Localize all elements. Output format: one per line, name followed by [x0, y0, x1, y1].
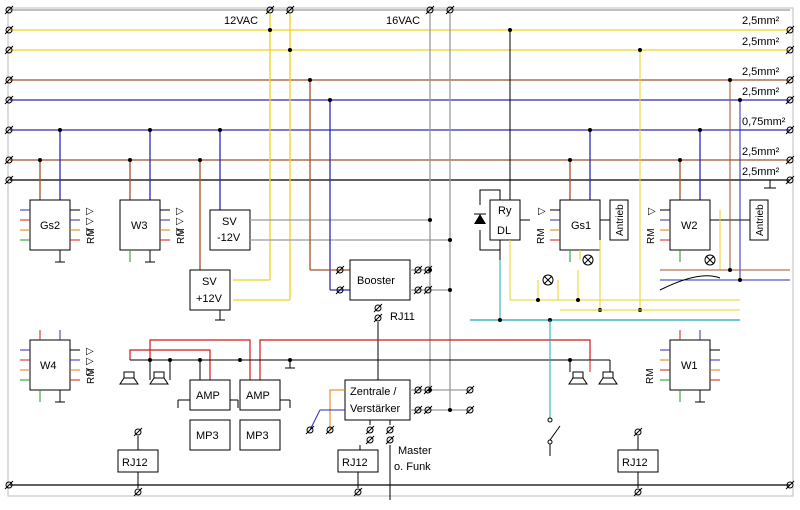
speaker-icon [568, 371, 588, 385]
svg-text:▷: ▷ [176, 226, 184, 237]
mp3-label: MP3 [246, 430, 269, 442]
audio-section: AMP MP3 AMP MP3 [119, 339, 618, 451]
bus-size-label: 2,5mm² [742, 146, 780, 158]
speaker-icon [149, 371, 169, 385]
module-label: SV [222, 216, 237, 228]
module-sv-minus12: SV -12V [209, 128, 452, 251]
svg-text:▷: ▷ [86, 356, 94, 367]
module-gs1: Gs1 Antrieb RM ▷ [536, 48, 740, 312]
module-label: +12V [196, 293, 223, 305]
module-label: W4 [40, 360, 57, 372]
bus-size-label: 2,5mm² [742, 36, 780, 48]
rm-label: RM [176, 228, 187, 244]
module-gs2: Gs2 RM ▷▷▷ [20, 128, 97, 263]
rj12-label: RJ12 [622, 457, 648, 469]
module-label: W2 [681, 220, 698, 232]
mp3-label: MP3 [196, 430, 219, 442]
master-label: Master [398, 445, 432, 457]
relay-label: DL [497, 225, 511, 237]
master-label: o. Funk [394, 461, 431, 473]
module-label: SV [202, 276, 217, 288]
supply-16vac-label: 16VAC [386, 15, 420, 27]
module-label: Booster [357, 275, 395, 287]
module-zentrale: Zentrale / Verstärker Master o. Funk [305, 379, 475, 500]
svg-text:▷: ▷ [86, 216, 94, 227]
speaker-icon [119, 371, 139, 385]
rj12-label: RJ12 [122, 457, 148, 469]
rj12-left: RJ12 [117, 427, 159, 497]
bus-size-label: 2,5mm² [742, 66, 780, 78]
bus-lines [10, 9, 790, 486]
module-label: -12V [217, 232, 241, 244]
rj11-label: RJ11 [390, 311, 415, 323]
svg-text:▷: ▷ [86, 226, 94, 237]
diode-icon [474, 214, 486, 224]
svg-text:▷: ▷ [538, 206, 546, 217]
bus-size-labels: 2,5mm² 2,5mm² 2,5mm² 2,5mm² 0,75mm² 2,5m… [742, 15, 786, 178]
svg-text:▷: ▷ [86, 206, 94, 217]
module-label: Zentrale / [350, 386, 397, 398]
supply-12vac-label: 12VAC [224, 15, 258, 27]
svg-text:▷: ▷ [176, 216, 184, 227]
rj12-right: RJ12 [617, 427, 659, 497]
rm-label: RM [86, 228, 97, 244]
module-w2: W2 Antrieb RM ▷ [646, 78, 790, 291]
module-w4: W4 RM ▷▷▷ [20, 330, 97, 403]
svg-text:▷: ▷ [86, 366, 94, 377]
frame [7, 7, 794, 497]
svg-text:▷: ▷ [176, 206, 184, 217]
module-label: Verstärker [350, 403, 400, 415]
module-label: W3 [131, 220, 148, 232]
terminal-markers-right [785, 25, 795, 490]
terminal-markers-left [4, 5, 14, 490]
bus-size-label: 2,5mm² [742, 86, 780, 98]
amp-label: AMP [246, 390, 270, 402]
module-booster: Booster RJ11 [308, 78, 452, 380]
relay-label: Ry [498, 205, 512, 217]
rm-label: RM [86, 368, 97, 384]
antrieb-label: Antrieb [615, 204, 626, 236]
svg-text:▷: ▷ [86, 346, 94, 357]
module-label: W1 [681, 360, 698, 372]
module-label: Gs2 [40, 220, 60, 232]
svg-text:▷: ▷ [648, 206, 656, 217]
module-relay: Ry DL [470, 28, 740, 322]
rj12-label: RJ12 [342, 457, 368, 469]
rj12-center: RJ12 [337, 449, 379, 497]
bus-size-label: 0,75mm² [742, 116, 786, 128]
lamp-icon [704, 254, 716, 266]
antrieb-label: Antrieb [755, 204, 766, 236]
rm-label: RM [646, 228, 657, 244]
module-sv-plus12: SV +12V [189, 158, 231, 321]
module-w1: W1 RM [645, 330, 720, 403]
switch-icon [547, 320, 561, 456]
rm-label: RM [645, 368, 656, 384]
bus-size-label: 2,5mm² [742, 15, 780, 27]
module-label: Gs1 [571, 220, 591, 232]
speaker-icon [598, 371, 618, 385]
bus-size-label: 2,5mm² [742, 166, 780, 178]
supply-12vac: 12VAC [224, 5, 295, 301]
supply-16vac: 16VAC [386, 5, 455, 410]
lamp-icon [582, 254, 594, 266]
rm-label: RM [536, 228, 547, 244]
module-w3: W3 RM ▷▷▷ [119, 128, 187, 263]
lamp-icon [542, 274, 554, 286]
amp-label: AMP [196, 390, 220, 402]
